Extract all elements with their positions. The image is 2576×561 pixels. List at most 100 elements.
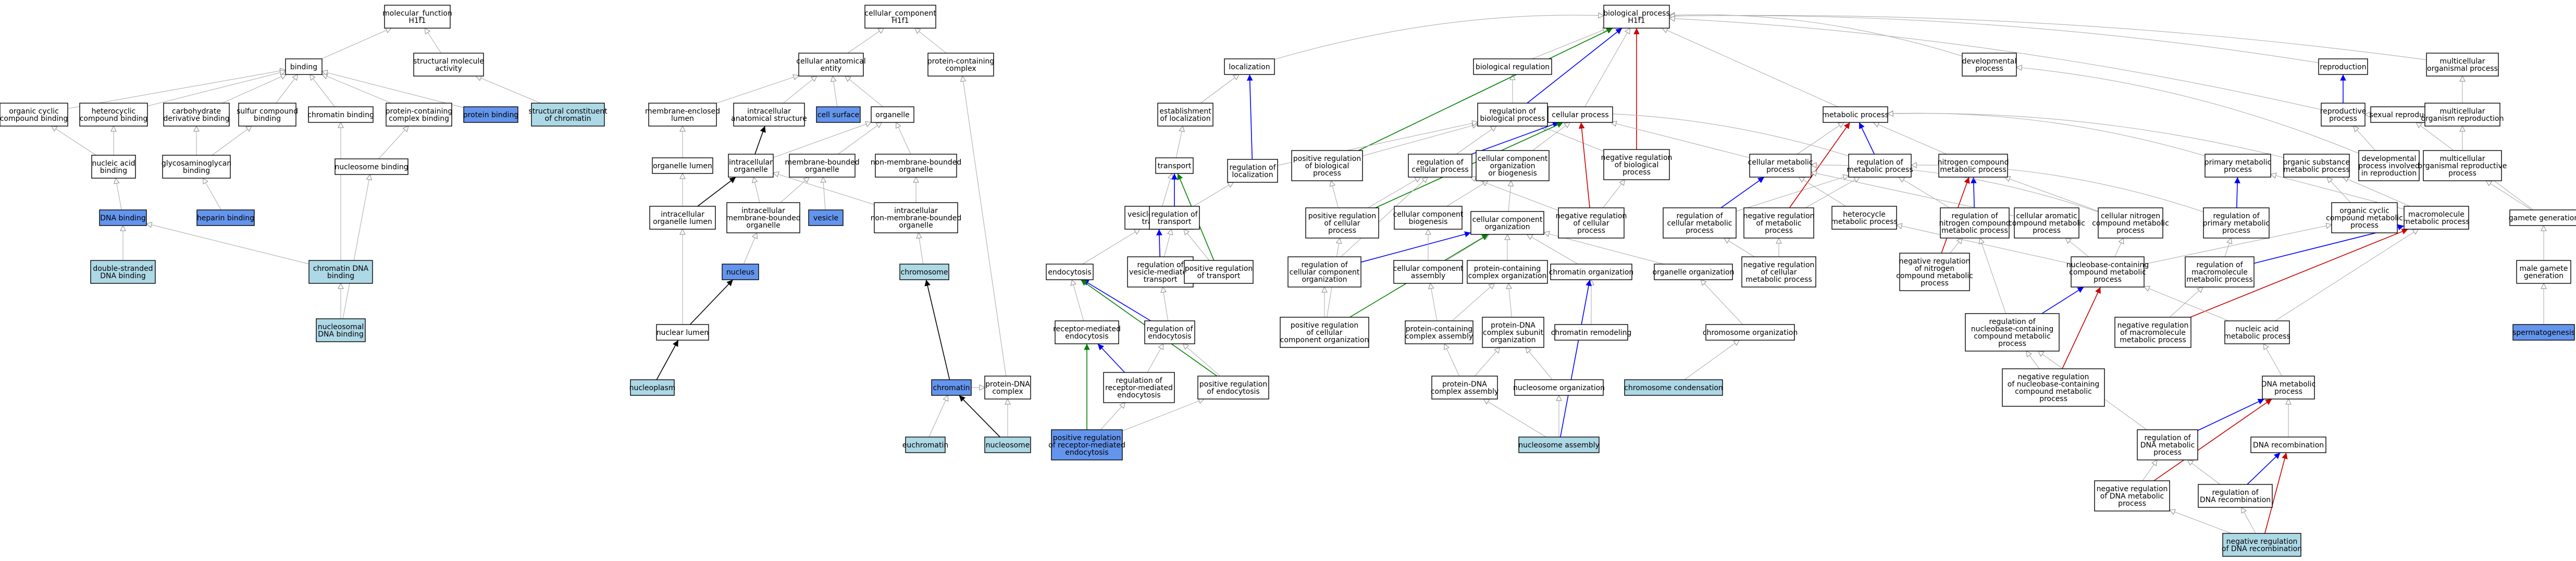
go-term-node-chromatin-binding[interactable]: chromatin binding — [307, 106, 374, 123]
go-term-node-biological-regulation[interactable]: biological regulation — [1473, 58, 1552, 75]
go-term-node-gamete-generation[interactable]: gamete generation — [2509, 209, 2576, 226]
go-term-node-chromosome[interactable]: chromosome — [899, 264, 949, 280]
go-term-node-nuclear-lumen[interactable]: nuclear lumen — [656, 324, 709, 341]
go-term-node-nucleosome[interactable]: nucleosome — [984, 437, 1031, 453]
go-term-node-chromosome-organization[interactable]: chromosome organization — [1703, 324, 1798, 341]
go-term-node-nucleoplasm[interactable]: nucleoplasm — [629, 379, 676, 396]
go-term-node-dna-binding[interactable]: DNA binding — [99, 209, 147, 226]
go-term-node-vesicle[interactable]: vesicle — [808, 209, 844, 226]
go-term-node-nucleosome-assembly[interactable]: nucleosome assembly — [1518, 437, 1600, 453]
go-term-node-endocytosis[interactable]: endocytosis — [1046, 264, 1094, 280]
go-term-node-organelle[interactable]: organelle — [871, 106, 914, 123]
go-term-node-euchromatin[interactable]: euchromatin — [902, 437, 949, 453]
go-term-node-organelle-organization[interactable]: organelle organization — [1653, 264, 1735, 280]
go-term-node-nucleus[interactable]: nucleus — [722, 264, 759, 280]
go-term-node-transport[interactable]: transport — [1155, 157, 1194, 174]
go-term-node-dna-recombination[interactable]: DNA recombination — [2250, 437, 2326, 453]
go-term-node-chromatin[interactable]: chromatin — [931, 379, 972, 396]
go-term-node-heparin-binding[interactable]: heparin binding — [196, 209, 255, 226]
go-term-node-organelle-lumen[interactable]: organelle lumen — [652, 157, 713, 174]
go-term-node-protein-binding[interactable]: protein binding — [463, 106, 518, 123]
go-term-node-reproduction[interactable]: reproduction — [2318, 58, 2368, 75]
go-term-node-localization[interactable]: localization — [1224, 58, 1275, 75]
go-term-node-chromatin-remodeling[interactable]: chromatin remodeling — [1551, 324, 1632, 341]
go-term-node-nucleosome-binding[interactable]: nucleosome binding — [335, 158, 408, 175]
go-term-node-nucleosome-organization[interactable]: nucleosome organization — [1513, 379, 1605, 396]
go-term-node-cell-surface[interactable]: cell surface — [816, 106, 861, 123]
